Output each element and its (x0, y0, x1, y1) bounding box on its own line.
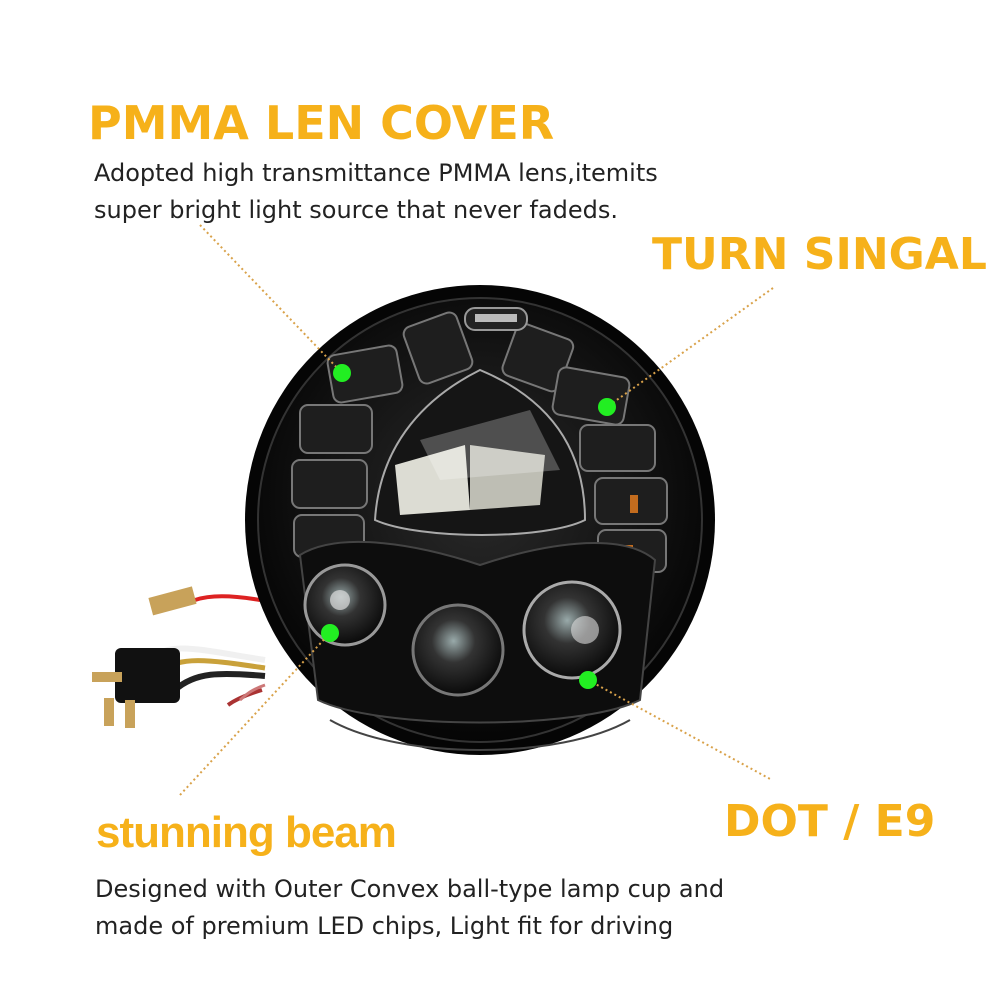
callout-lines (179, 224, 774, 796)
pmma-description: Adopted high transmittance PMMA lens,ite… (94, 155, 658, 229)
center-fog-lens (411, 603, 505, 697)
marker-pmma-lens (333, 364, 351, 382)
callout-markers (321, 364, 616, 689)
beam-title: stunning beam (96, 808, 397, 857)
beam-description-line: Designed with Outer Convex ball-type lam… (95, 875, 725, 903)
dot-e9-title: DOT / E9 (724, 796, 936, 847)
marker-dot-e9 (579, 671, 597, 689)
pmma-description-line: Adopted high transmittance PMMA lens,ite… (94, 159, 658, 187)
beam-description: Designed with Outer Convex ball-type lam… (95, 871, 724, 945)
left-led-facets (291, 311, 474, 558)
pmma-description-line: super bright light source that never fad… (94, 196, 618, 224)
beam-description-line: made of premium LED chips, Light fit for… (95, 912, 674, 940)
marker-beam (321, 624, 339, 642)
turn-signal-title: TURN SINGAL (652, 229, 987, 280)
wiring-harness (92, 586, 266, 728)
pmma-title: PMMA LEN COVER (88, 96, 555, 150)
right-led-facets (501, 322, 668, 573)
marker-turn-signal (598, 398, 616, 416)
